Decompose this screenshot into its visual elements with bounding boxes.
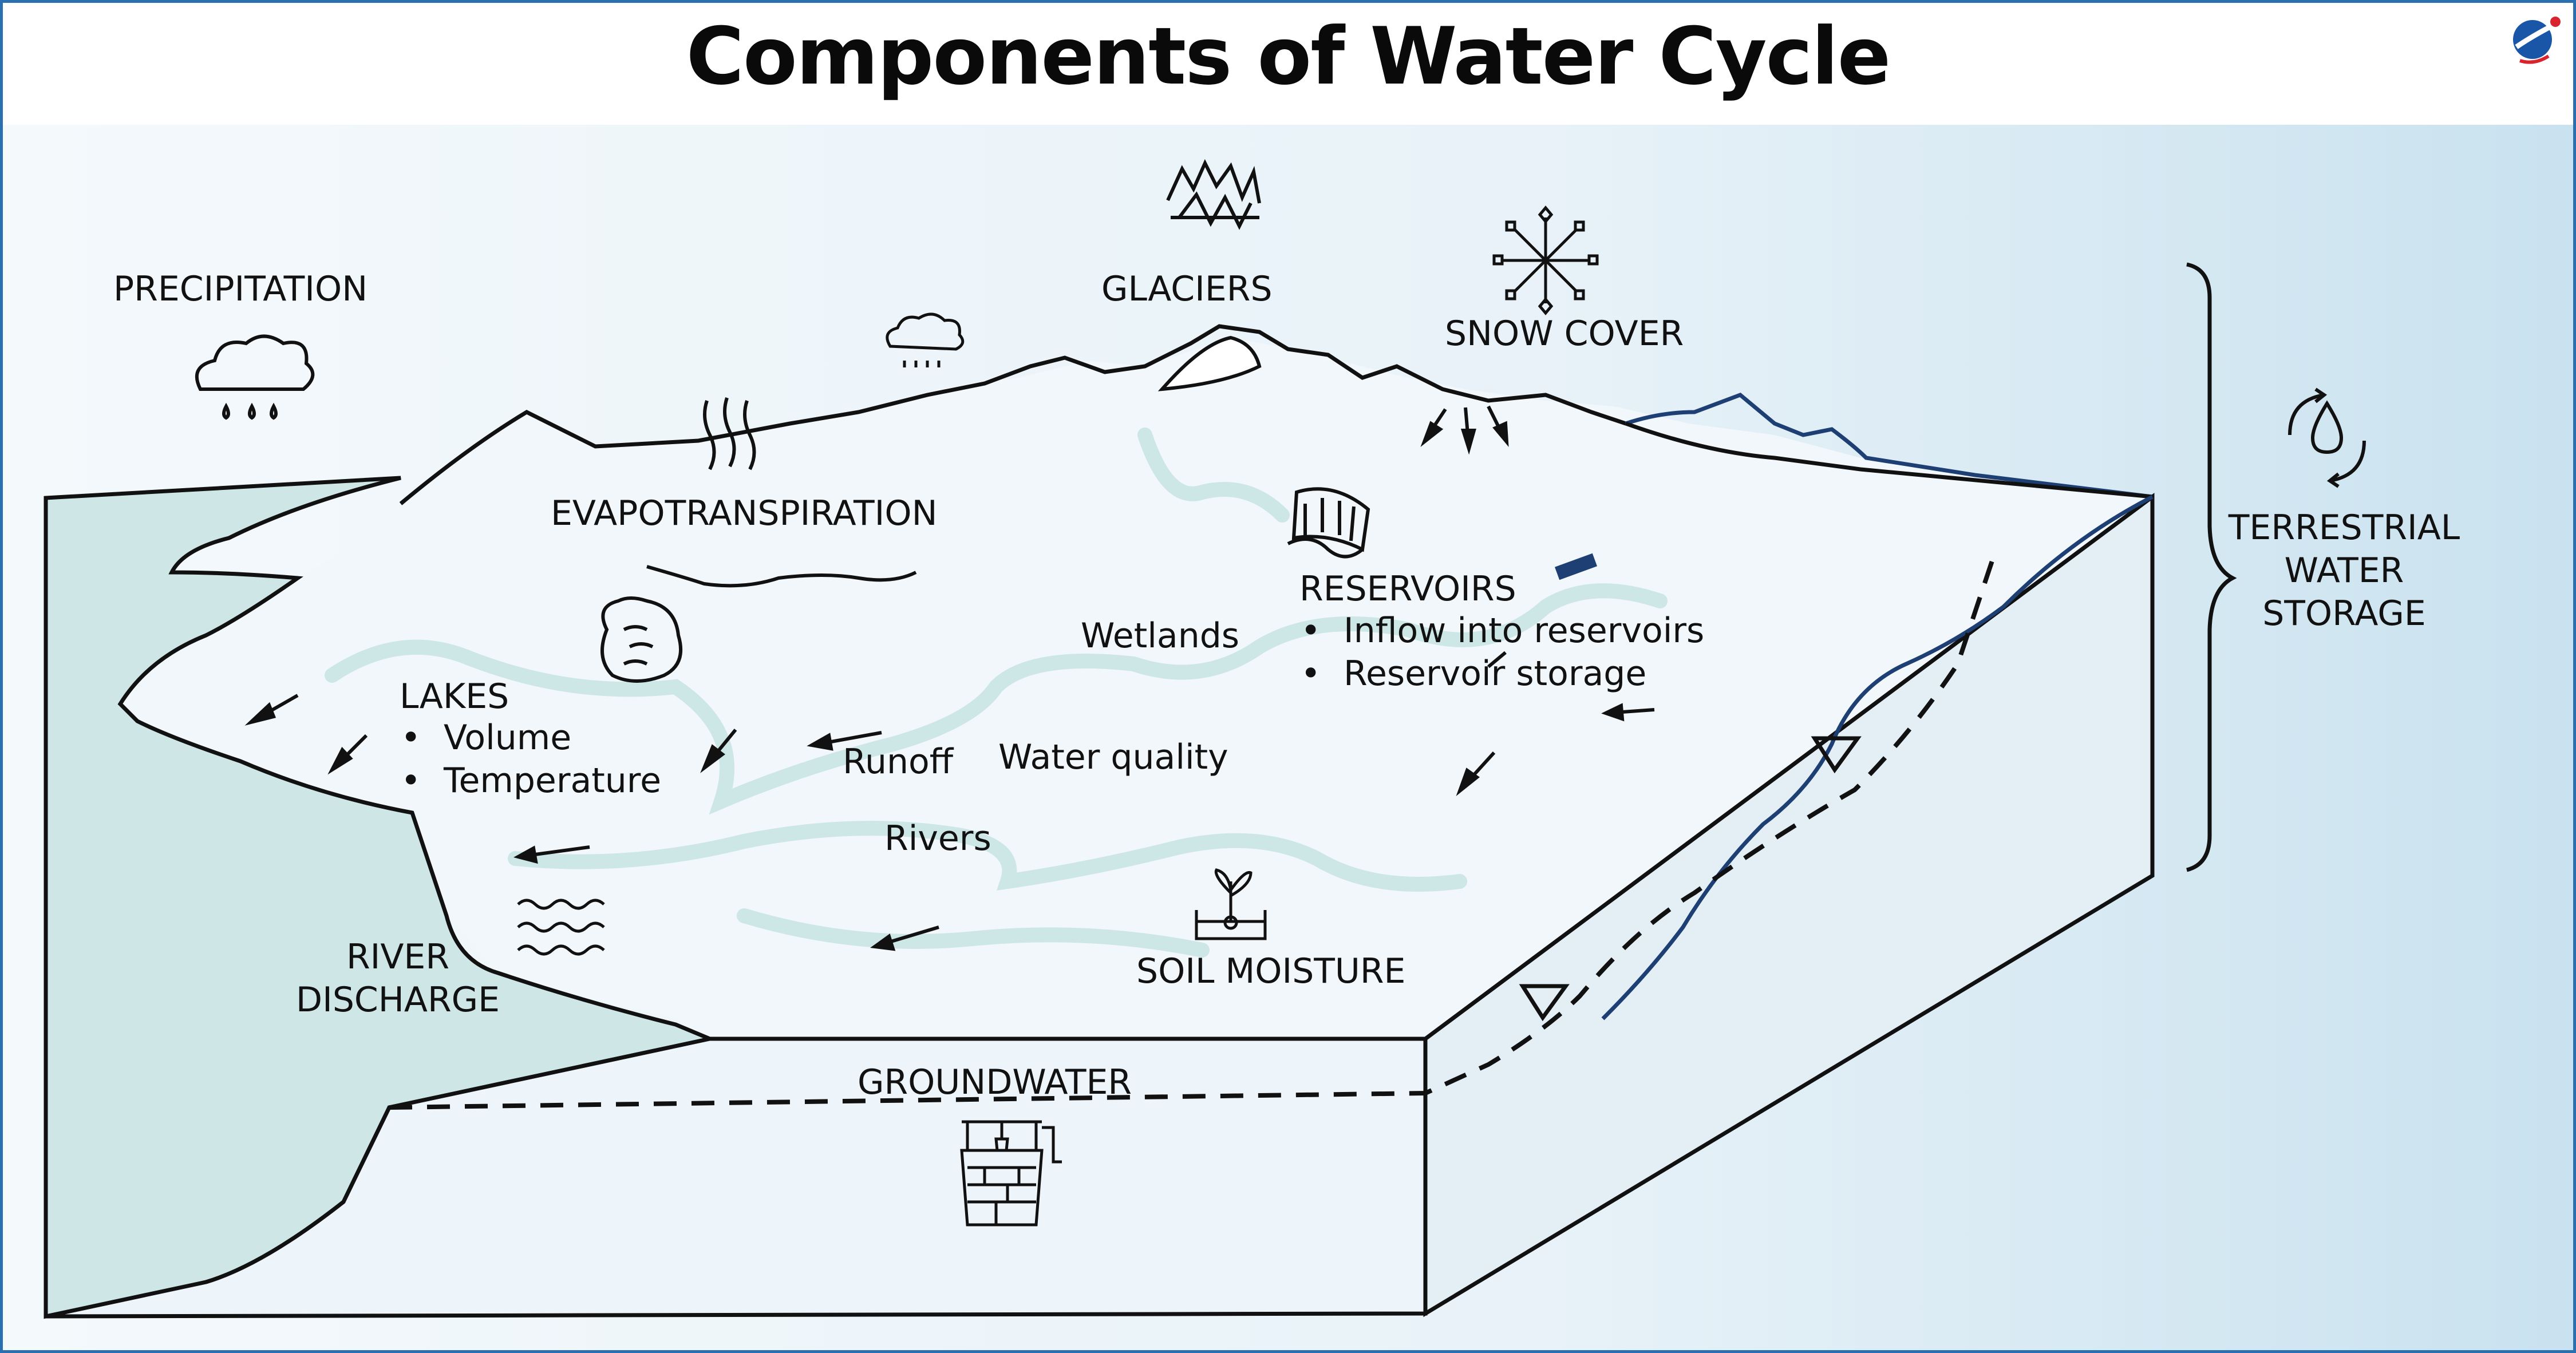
glacier-peak [1157,335,1262,391]
label-terrestrial-water-storage: TERRESTRIAL WATER STORAGE [2221,507,2467,635]
label-soil-moisture: SOIL MOISTURE [1136,951,1406,991]
glacier-icon [1166,159,1261,230]
river-discharge-line-2: DISCHARGE [295,980,500,1020]
list-item: Reservoir storage [1301,652,1704,695]
flow-arrows [244,405,1655,951]
waves-icon [517,899,605,956]
list-item: Temperature [401,759,661,802]
logo-icon [2513,17,2561,64]
label-evapotranspiration: EVAPOTRANSPIRATION [551,493,938,533]
tws-line-1: TERRESTRIAL [2228,508,2460,548]
water-level-marker-2 [1519,984,1570,1022]
label-water-quality: Water quality [998,737,1228,777]
label-glaciers: GLACIERS [1101,269,1273,309]
river-discharge-line-1: RIVER [346,937,450,977]
label-precipitation: PRECIPITATION [113,269,368,309]
dam-marker [1555,553,1597,580]
label-wetlands: Wetlands [1081,616,1240,656]
label-lakes: LAKES [400,676,509,717]
lake-icon [600,596,683,683]
right-river [1625,393,2153,499]
water-level-marker-1 [1811,736,1862,774]
well-icon [960,1120,1062,1227]
reservoir-list: Inflow into reservoirs Reservoir storage [1301,610,1704,695]
label-groundwater: GROUNDWATER [858,1062,1132,1102]
label-reservoirs: RESERVOIRS [1299,569,1516,609]
lake-list: Volume Temperature [401,717,661,802]
tws-line-3: STORAGE [2262,594,2426,634]
ridge-back [1625,421,2153,499]
channels [325,428,1668,958]
label-snow-cover: SNOW COVER [1445,314,1684,354]
snowflake-icon [1492,205,1599,315]
plant-icon [1195,868,1267,940]
label-river-discharge: RIVER DISCHARGE [286,936,509,1022]
label-rivers: Rivers [884,818,991,859]
list-item: Volume [401,717,661,759]
evaporation-waves [646,397,917,588]
list-item: Inflow into reservoirs [1301,610,1704,652]
block-outline [44,495,2154,1316]
page-title: Components of Water Cycle [686,10,1891,102]
tws-line-2: WATER [2284,551,2404,591]
dam-icon [1287,487,1370,559]
ridge-line [399,324,1627,505]
label-runoff: Runoff [843,742,954,782]
cloud-rain-small-icon [886,312,965,367]
cloud-rain-icon [195,334,315,420]
water-table [389,560,1994,1110]
storage-brace [2186,262,2237,872]
water-cycle-icon [2288,387,2366,488]
water-cycle-scene [3,125,2573,1350]
